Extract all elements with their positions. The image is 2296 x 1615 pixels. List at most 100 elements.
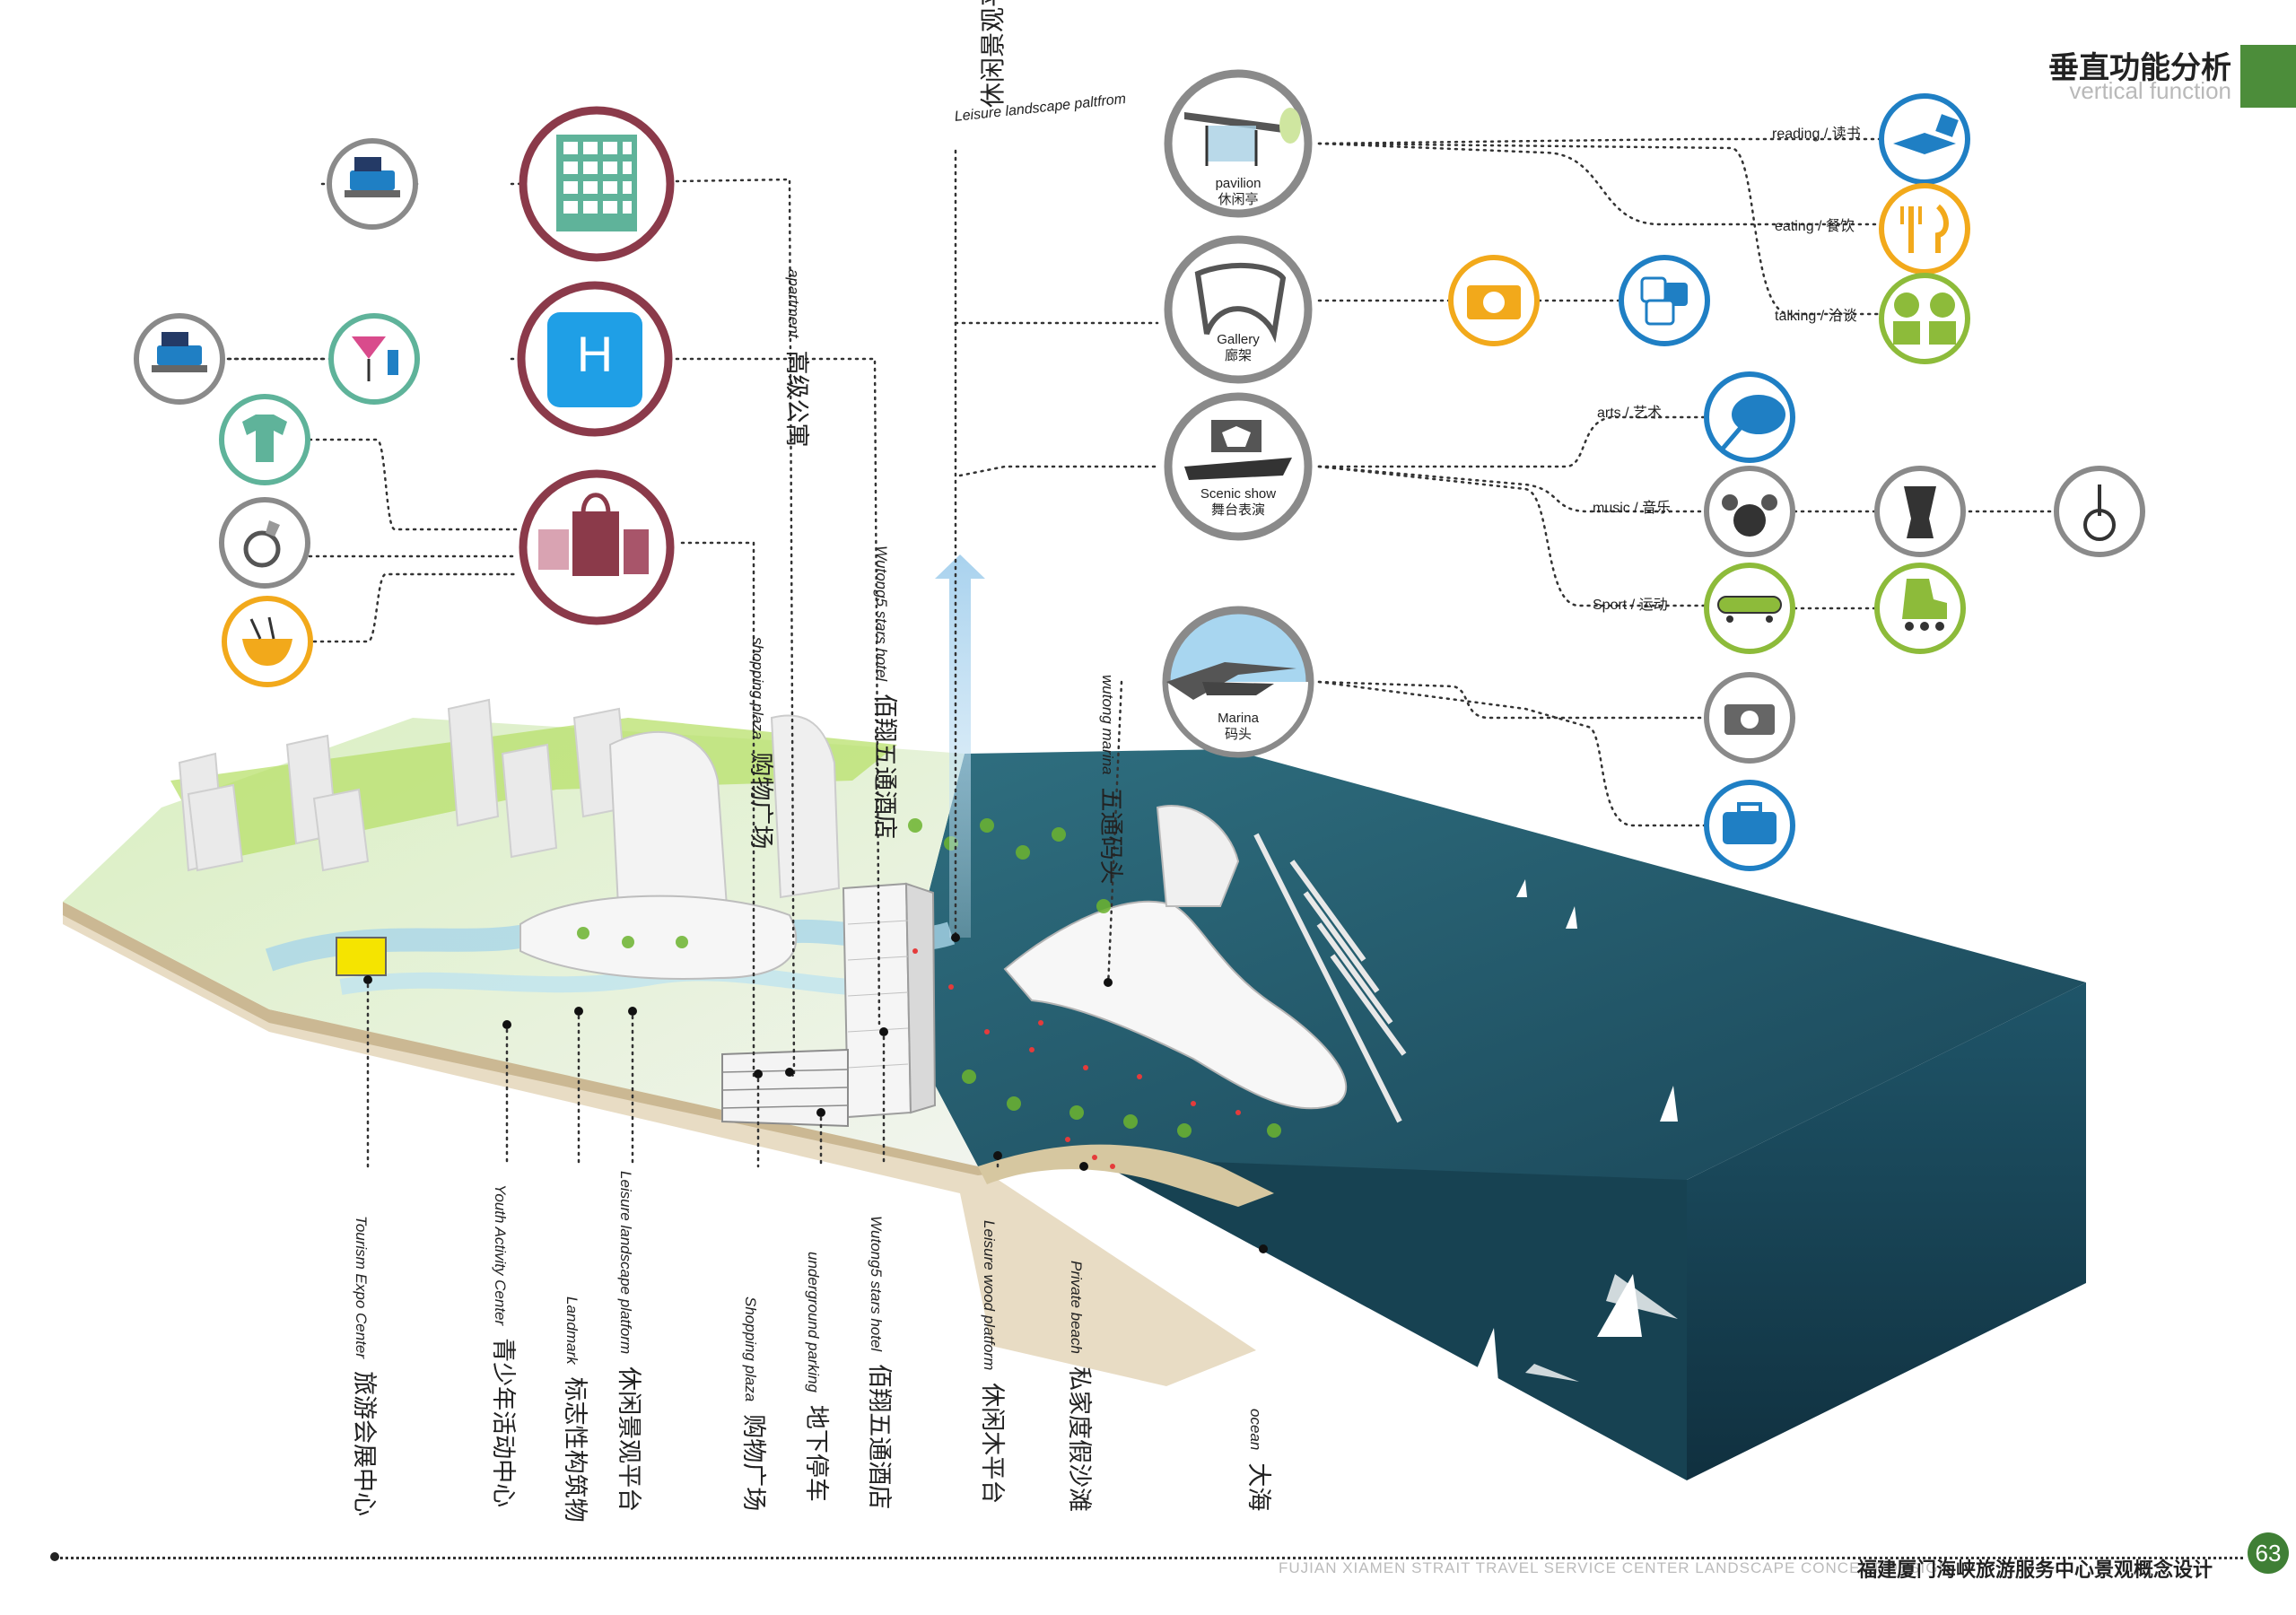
bottom-label-en: Landmark [563,1296,581,1365]
tourism-expo-marker [336,937,387,976]
bottom-label-7: Wutong5 stars hotel 佰翔五通酒店 [864,1216,899,1509]
suitcase-icon [1704,780,1795,871]
drum-kit-icon [1704,466,1795,557]
apartment-top-label: apartment 高级公寓 [781,269,816,448]
scenic-show-hub-icon [1164,392,1313,541]
talking-label: talking / 洽谈 [1775,309,1857,324]
header-accent-tab [2240,45,2296,108]
apartment-top-cn: 高级公寓 [783,350,810,448]
shopping-top-label: shopping plaza 购物广场 [746,637,781,849]
eating-label: eating / 餐饮 [1775,219,1855,234]
footer-rule [54,1557,2243,1559]
site-model [63,554,2086,1480]
gallery-hub-icon [1164,235,1313,384]
bottom-label-2: Youth Activity Center 青少年活动中心 [488,1184,523,1507]
scenic-label-cn: 舞台表演 [1210,502,1265,518]
bottom-label-cn: 大海 [1245,1462,1272,1512]
shopping-top-en: shopping plaza [749,637,766,740]
bottom-label-en: Youth Activity Center [492,1184,509,1326]
bottom-label-1: Tourism Expo Center 旅游会展中心 [349,1216,384,1516]
bottom-label-8: Leisure wood platform 休闲木平台 [977,1220,1012,1504]
bottom-label-cn: 休闲木平台 [979,1383,1006,1505]
marina-label-cn: 码头 [1224,727,1252,742]
bottom-label-cn: 购物广场 [740,1414,767,1512]
roller-skate-icon [1874,563,1966,654]
camera-icon-2 [1704,672,1795,764]
bottom-label-en: Wutong5 stars hotel [868,1216,885,1352]
hotel-hub-label: H [576,326,614,382]
bottom-label-cn: 旅游会展中心 [351,1371,378,1517]
marina-top-cn: 五通码头 [1097,787,1124,885]
arts-label: arts / 艺术 [1597,406,1663,421]
scenic-label: Scenic show 舞台表演 [1175,486,1301,519]
leisure-platform-top-cn: 休闲景观平台 [979,0,1007,108]
bed-icon-2 [134,313,225,405]
marina-label: Marina 码头 [1184,711,1292,743]
bottom-label-6: underground parking 地下停车 [801,1252,836,1502]
music-label: music / 音乐 [1593,501,1672,516]
footer-rule-dot [50,1552,59,1561]
pavilion-label-cn: 休闲亭 [1218,192,1259,207]
eating-icon [1879,183,1970,275]
bottom-label-cn: 佰翔五通酒店 [866,1364,893,1510]
apartment-hub-icon [519,106,675,262]
bottom-label-en: underground parking [805,1252,822,1392]
shopping-top-cn: 购物广场 [747,752,774,850]
leader-dots [363,933,1268,1253]
bottom-label-4: Leisure landscape platform休闲景观平台 [614,1171,649,1512]
gallery-label: Gallery 廊架 [1184,332,1292,364]
bottom-label-en: Leisure wood platform [981,1220,998,1371]
page-number: 63 [2248,1532,2289,1574]
reading-label: reading / 读书 [1772,127,1861,142]
bottom-label-3: Landmark 标志性构筑物 [560,1296,595,1523]
bottom-label-cn: 青少年活动中心 [490,1338,517,1508]
pavilion-label: pavilion 休闲亭 [1184,176,1292,208]
marina-label-en: Marina [1218,711,1259,726]
marina-top-en: wutong marina [1099,675,1116,775]
hotel-hub-icon [517,281,673,437]
footer-title-en: FUJIAN XIAMEN STRAIT TRAVEL SERVICE CENT… [1279,1559,1951,1576]
apartment-top-en: apartment [785,269,802,338]
footer-title-cn: 福建厦门海峡旅游服务中心景观概念设计 [1857,1558,2213,1581]
painting-icon [1704,371,1795,463]
bottom-label-en: Shopping plaza [742,1296,759,1402]
marina-top-label: wutong marina 五通码头 [1096,675,1131,885]
hotel-top-cn: 佰翔五通酒店 [871,694,898,840]
bottom-label-cn: 私家度假沙滩 [1066,1366,1093,1512]
hotel-top-label: Wutong5 stars hotel 佰翔五通酒店 [869,546,904,839]
skateboard-icon [1704,563,1795,654]
talking-icon [1879,273,1970,364]
bottom-label-10: ocean 大海 [1244,1409,1279,1511]
tshirt-icon [219,394,310,485]
hotel-top-en: Wutong5 stars hotel [873,546,890,682]
gallery-label-cn: 廊架 [1224,348,1252,363]
shopping-hub-icon [519,469,675,625]
scenic-label-en: Scenic show [1200,486,1277,502]
gallery-label-en: Gallery [1217,332,1260,347]
camera-icon [1448,255,1540,346]
reading-icon [1879,93,1970,185]
pavilion-hub-icon [1164,69,1313,218]
page-title: 垂直功能分析 [2048,51,2231,85]
bottom-label-5: Shopping plaza 购物广场 [738,1296,773,1511]
sport-label: Sport / 运动 [1593,598,1668,613]
djembe-drum-icon [1874,466,1966,557]
pavilion-label-en: pavilion [1215,176,1261,191]
bottom-label-en: Tourism Expo Center [353,1216,370,1359]
bottom-label-en: Private beach [1068,1261,1085,1354]
cocktail-icon [328,313,420,405]
marina-hub-icon [1162,606,1314,758]
bottom-label-cn: 标志性构筑物 [562,1376,589,1523]
bottom-label-en: Leisure landscape platform [617,1171,634,1355]
photo-gallery-icon [1619,255,1710,346]
page-subtitle: vertical function [2069,77,2231,104]
bottom-label-cn: 地下停车 [803,1404,830,1502]
bottom-label-en: ocean [1247,1409,1264,1451]
leisure-platform-top-label: 休闲景观平台 [973,0,1009,108]
ring-icon [219,497,310,589]
bottom-label-9: Private beach 私家度假沙滩 [1064,1261,1099,1512]
vertical-arrow [935,554,985,938]
